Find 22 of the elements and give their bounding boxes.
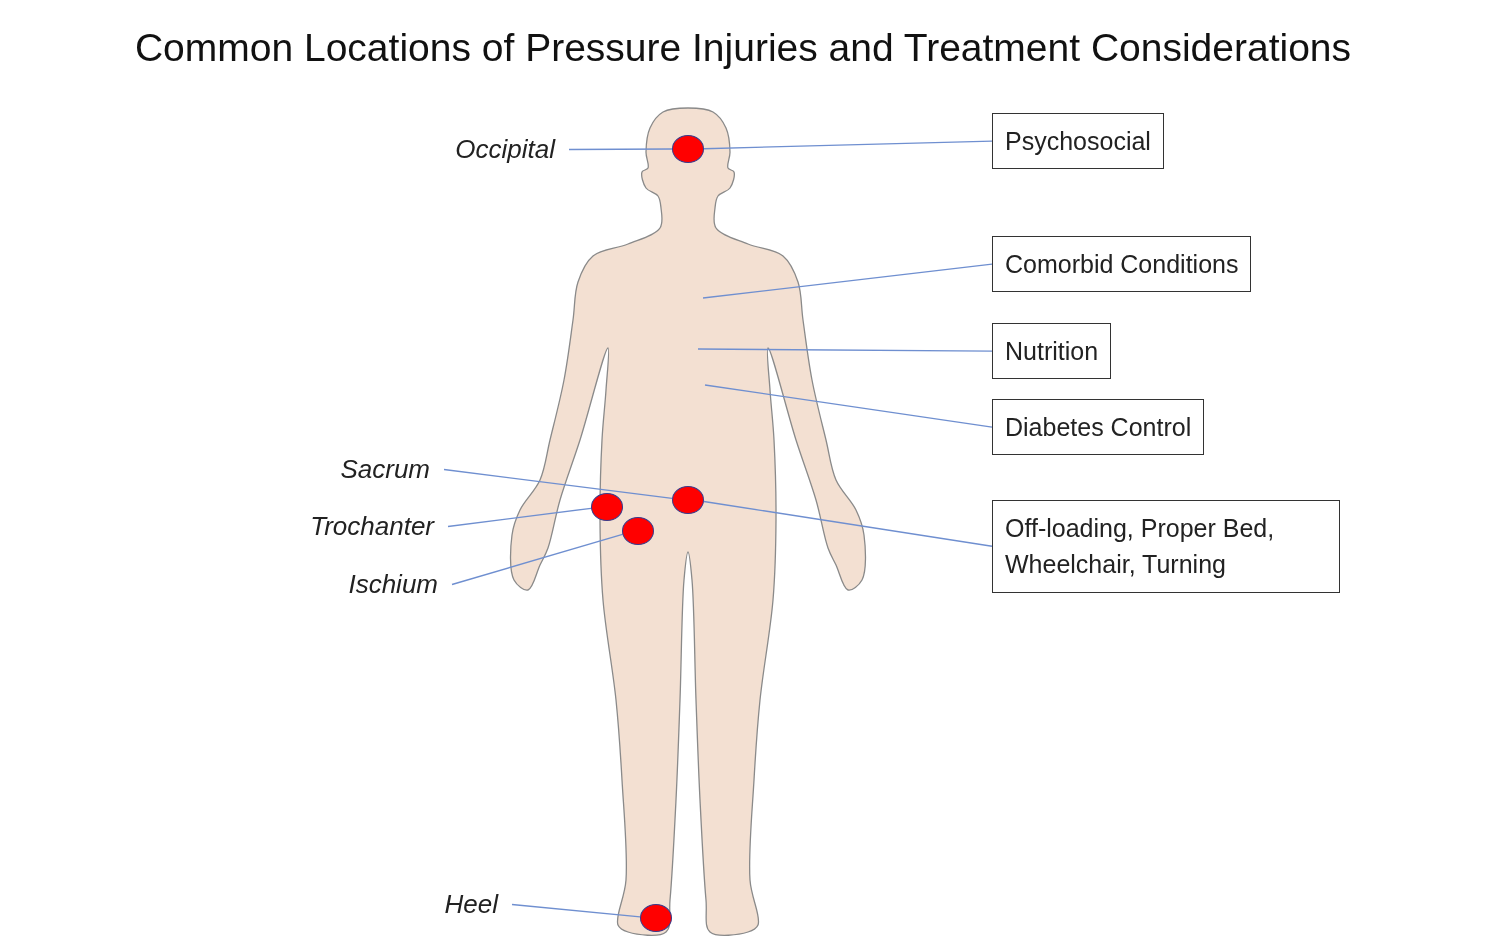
diagram-title: Common Locations of Pressure Injuries and Treatment Considerations (133, 26, 1353, 70)
leader-line (703, 500, 993, 547)
body-location-label: Occipital (455, 134, 555, 165)
leader-line (443, 468, 673, 500)
body-location-label: Ischium (348, 569, 438, 600)
leader-line (697, 348, 993, 352)
leader-line (451, 533, 624, 586)
leader-line (447, 507, 592, 528)
leader-line (568, 148, 673, 151)
leader-line (702, 263, 993, 299)
treatment-box: Nutrition (992, 323, 1112, 380)
treatment-box: Comorbid Conditions (992, 236, 1252, 293)
body-location-label: Heel (444, 889, 498, 920)
body-location-label: Sacrum (340, 454, 430, 485)
leader-line (511, 903, 641, 918)
treatment-box: Psychosocial (992, 113, 1164, 170)
treatment-box: Off-loading, Proper Bed, Wheelchair, Turning (992, 500, 1340, 593)
leader-line (704, 384, 993, 428)
leader-line (703, 140, 993, 150)
body-location-label: Trochanter (310, 511, 434, 542)
pressure-injury-dot (591, 493, 623, 521)
treatment-box: Diabetes Control (992, 399, 1205, 456)
